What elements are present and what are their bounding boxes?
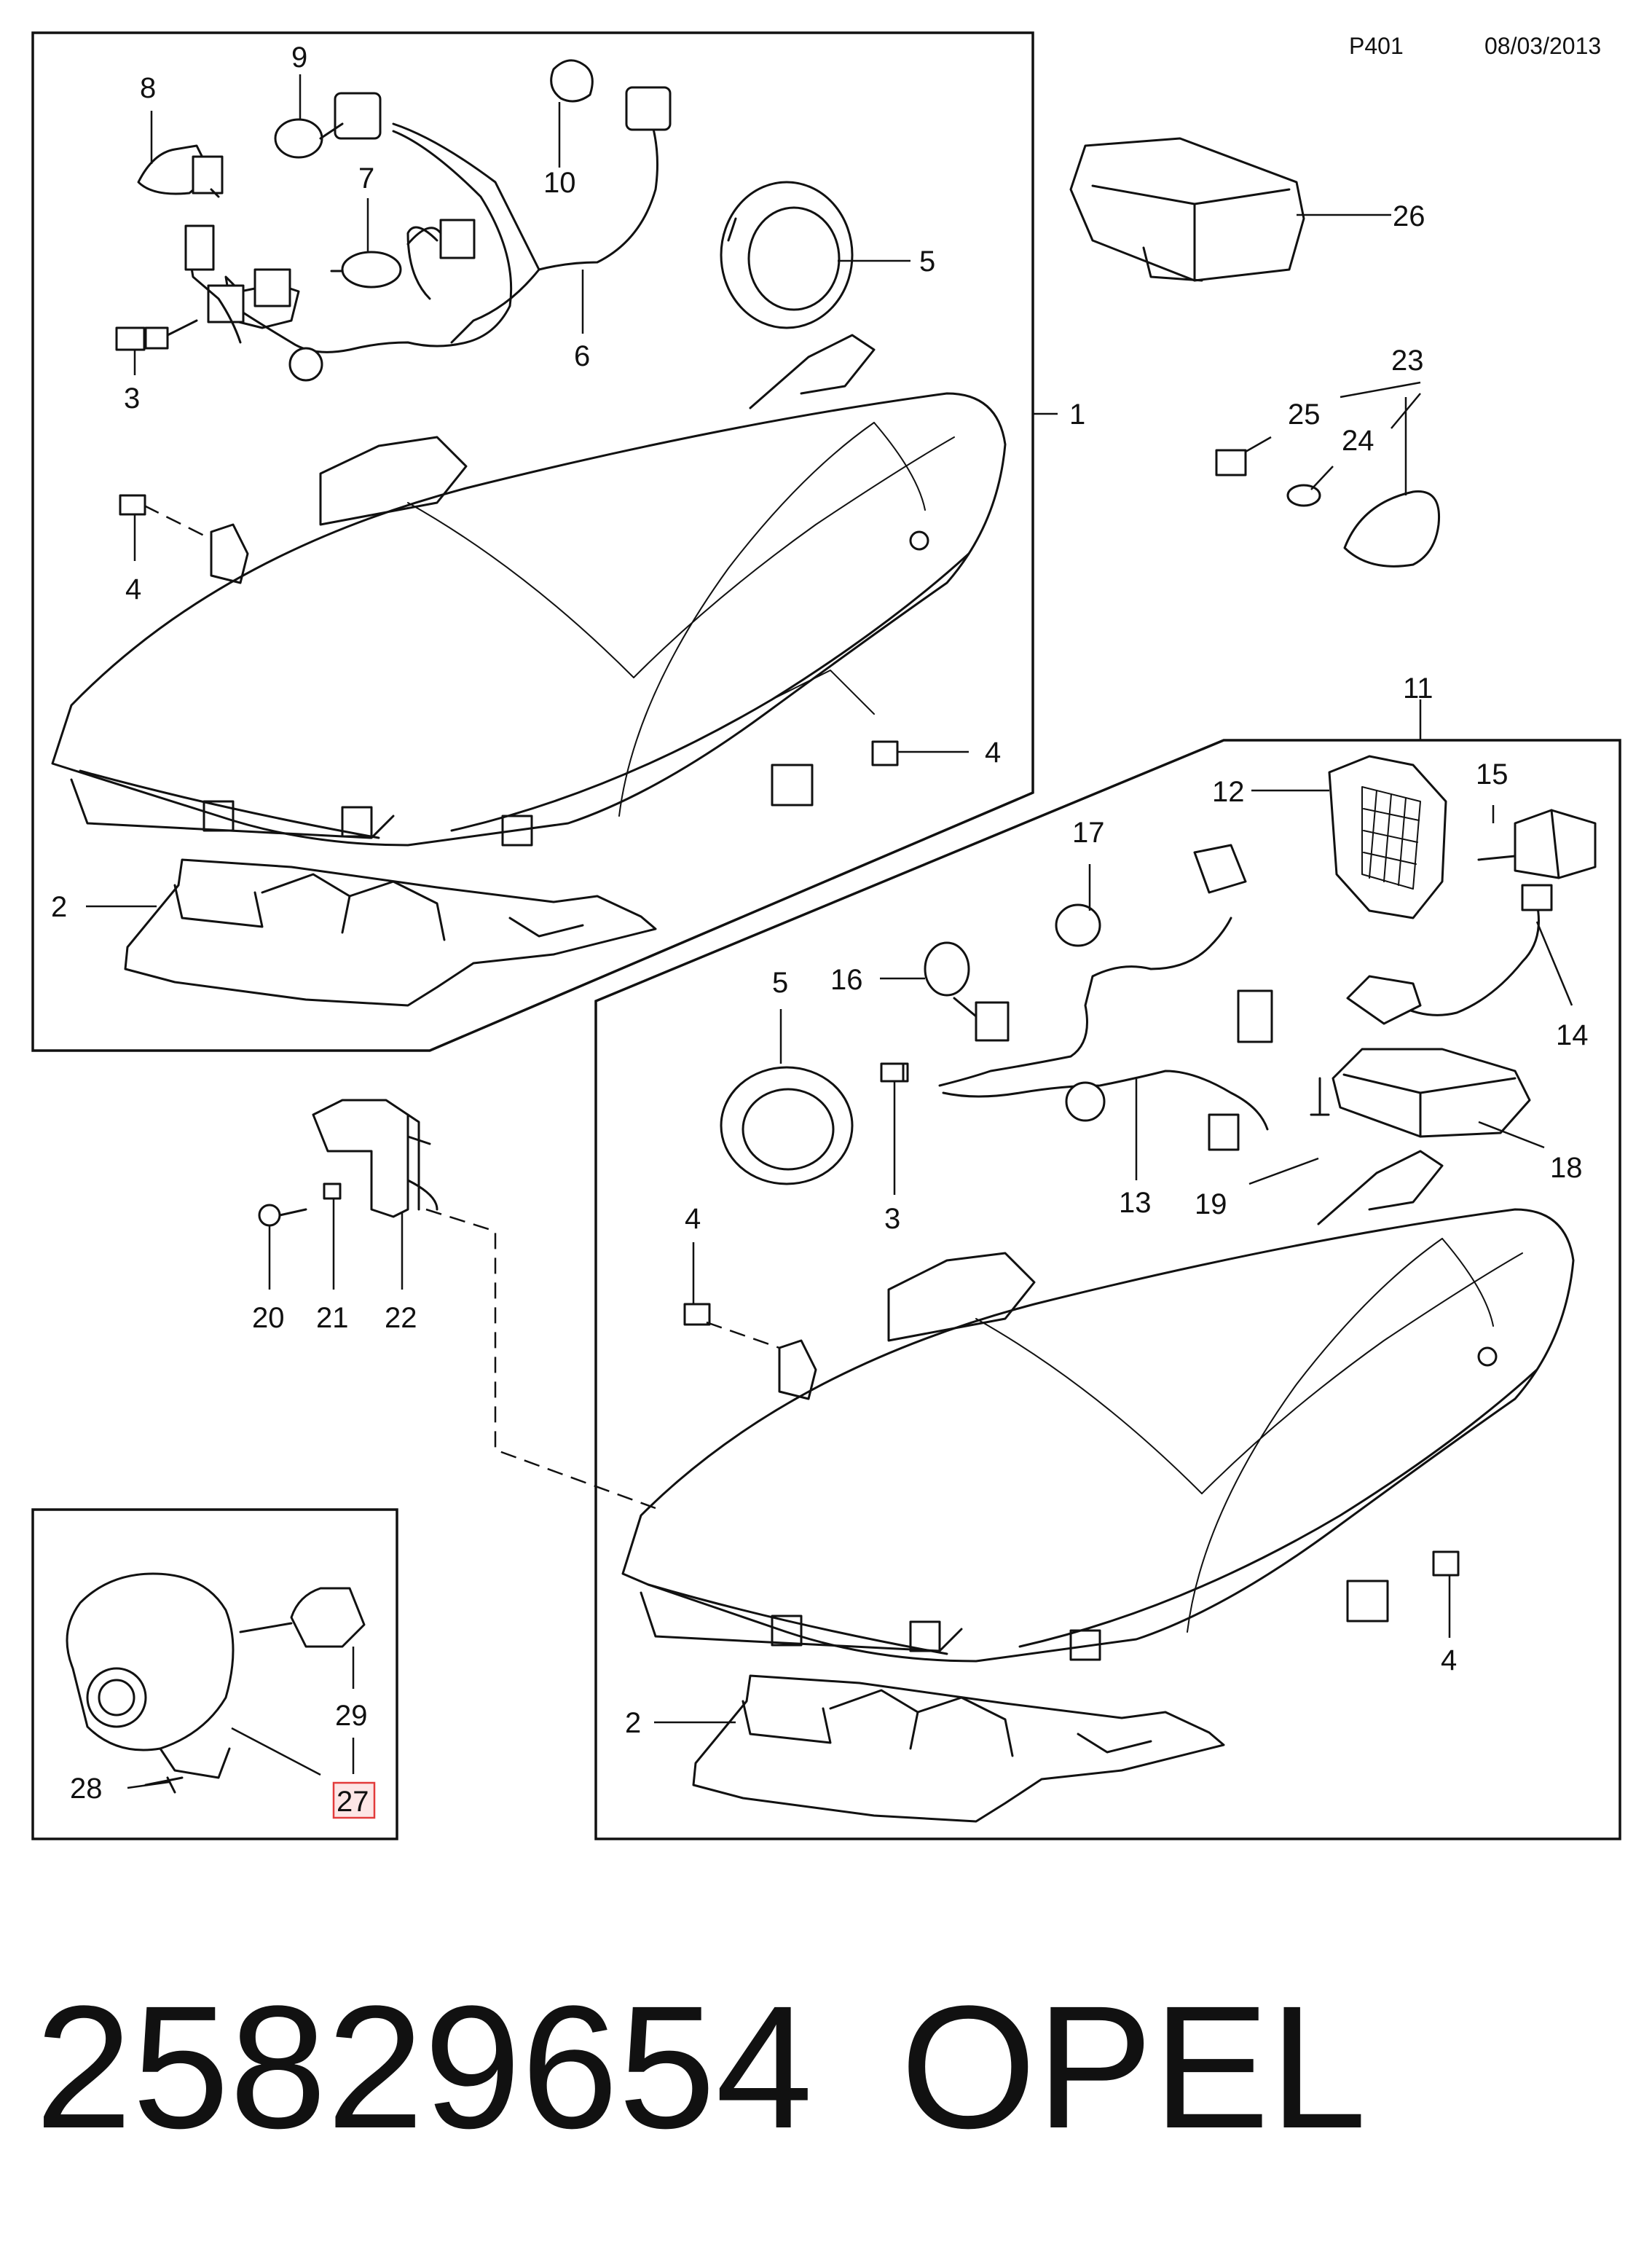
frame-upper-assembly: [31, 31, 1034, 1052]
callout-17: 17: [1072, 817, 1105, 849]
callout-21: 21: [316, 1302, 349, 1334]
clip-3-lower: [880, 1062, 905, 1083]
screw-19: [1310, 1077, 1330, 1116]
bulb-15: [1477, 809, 1597, 879]
bulb-17: [1055, 844, 1247, 947]
page-code: P401: [1349, 33, 1404, 59]
bulb-9: [274, 92, 382, 159]
callout-1: 1: [1069, 399, 1085, 431]
clip-3-upper: [115, 326, 146, 351]
callout-27: 27: [337, 1786, 369, 1818]
diagram-date: 08/03/2013: [1484, 33, 1601, 59]
ring-5-lower: [720, 1066, 854, 1185]
ring-5-upper: [720, 181, 854, 329]
wiring-harness-upper: [144, 93, 658, 382]
headlamp-bracket-upper: [124, 858, 657, 1007]
callout-6: 6: [574, 340, 590, 372]
callout-24: 24: [1342, 425, 1374, 457]
callout-5-upper: 5: [919, 246, 935, 278]
callout-5-lower: 5: [772, 967, 788, 999]
callout-10: 10: [543, 167, 576, 199]
control-module-26: [1069, 137, 1305, 282]
callout-7: 7: [358, 162, 374, 195]
callout-20: 20: [252, 1302, 285, 1334]
cable-14: [1346, 884, 1553, 1025]
part-number: 25829654: [35, 1969, 813, 2165]
callout-4-lower-right: 4: [1441, 1644, 1457, 1676]
clip-4-upper-right: [871, 740, 899, 766]
fog-lamp-27: [66, 1572, 366, 1794]
bulb-10: [550, 59, 672, 131]
clip-4-lower-right: [1432, 1550, 1460, 1577]
frame-lower-assembly: [594, 739, 1621, 1840]
callout-2-upper: 2: [51, 891, 67, 923]
callout-4-upper-right: 4: [985, 737, 1001, 769]
headlamp-lower: [621, 1150, 1575, 1663]
callout-4-upper-left: 4: [125, 573, 141, 605]
callout-11: 11: [1403, 672, 1433, 705]
bulb-7: [330, 219, 476, 289]
callout-26: 26: [1393, 200, 1425, 232]
callout-13: 13: [1119, 1187, 1152, 1219]
callout-19: 19: [1195, 1188, 1227, 1220]
callout-14: 14: [1556, 1019, 1589, 1051]
headlamp-upper: [51, 334, 1007, 847]
highlight-box-27: [332, 1781, 376, 1819]
callout-9: 9: [291, 42, 307, 74]
side-marker-23: [1215, 449, 1441, 568]
bulb-16: [924, 941, 1010, 1042]
bulb-8: [137, 144, 224, 271]
callout-16: 16: [830, 964, 863, 996]
clip-4-upper-left: [119, 494, 146, 516]
clip-4-lower-left: [683, 1303, 711, 1326]
callout-15: 15: [1476, 758, 1509, 790]
callout-29: 29: [335, 1700, 368, 1732]
callout-3-lower: 3: [884, 1203, 900, 1235]
brand-name: OPEL: [900, 1969, 1366, 2165]
callout-23: 23: [1391, 345, 1424, 377]
callout-25: 25: [1288, 399, 1321, 431]
callout-2-lower: 2: [625, 1707, 641, 1739]
callout-12: 12: [1212, 776, 1245, 808]
callouts: 1 2 2 3 3 4 4 4 4 5 5 6 7 8 9 10 11 12 1…: [51, 42, 1589, 1818]
ballast-18: [1332, 1048, 1531, 1138]
headlamp-bracket-lower: [692, 1674, 1225, 1823]
callout-3-upper: 3: [124, 382, 140, 415]
callout-8: 8: [140, 72, 156, 104]
leader-lines: [86, 74, 1573, 1789]
filter-12: [1328, 755, 1447, 919]
callout-4-lower-left: 4: [685, 1203, 701, 1235]
frame-fog-lamp-inset: [31, 1508, 398, 1840]
callout-22: 22: [385, 1302, 417, 1334]
bracket-22: [258, 1099, 438, 1227]
callout-18: 18: [1550, 1152, 1583, 1184]
callout-28: 28: [70, 1773, 103, 1805]
